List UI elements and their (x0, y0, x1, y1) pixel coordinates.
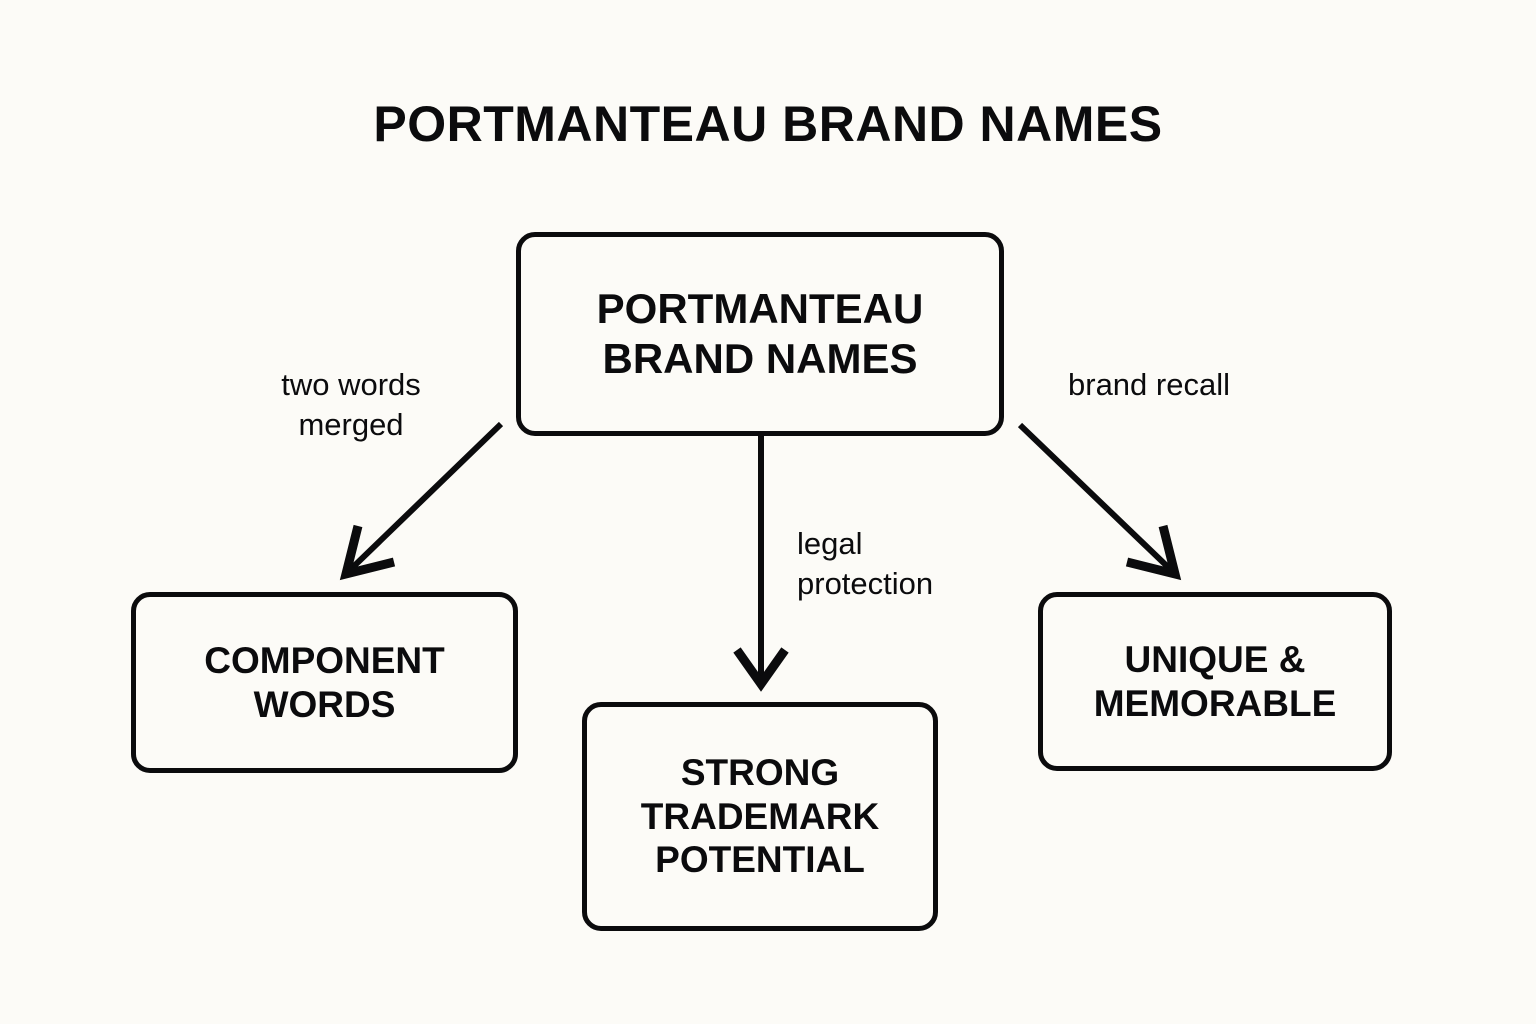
edge-label-legal-protection: legal protection (797, 526, 934, 601)
arrowhead-root-to-right (1125, 524, 1182, 581)
edge-label-brand-recall: brand recall (1068, 367, 1230, 402)
node-left-label: COMPONENT WORDS (204, 639, 445, 725)
node-portmanteau-brand-names[interactable]: PORTMANTEAU BRAND NAMES (516, 232, 1004, 436)
node-unique-memorable[interactable]: UNIQUE & MEMORABLE (1038, 592, 1392, 771)
edge-line-root-to-right (1017, 422, 1173, 572)
edge-line-root-to-left (348, 421, 504, 572)
edge-label-two-words-merged: two words merged (281, 367, 421, 442)
node-component-words[interactable]: COMPONENT WORDS (131, 592, 518, 773)
arrowhead-root-to-center (733, 647, 789, 692)
node-center-label: STRONG TRADEMARK POTENTIAL (640, 752, 880, 881)
page-title: PORTMANTEAU BRAND NAMES (373, 96, 1163, 152)
node-right-label: UNIQUE & MEMORABLE (1093, 638, 1337, 724)
node-root-label: PORTMANTEAU BRAND NAMES (596, 285, 924, 382)
node-strong-trademark-potential[interactable]: STRONG TRADEMARK POTENTIAL (582, 702, 938, 931)
arrowhead-root-to-left (339, 524, 396, 581)
